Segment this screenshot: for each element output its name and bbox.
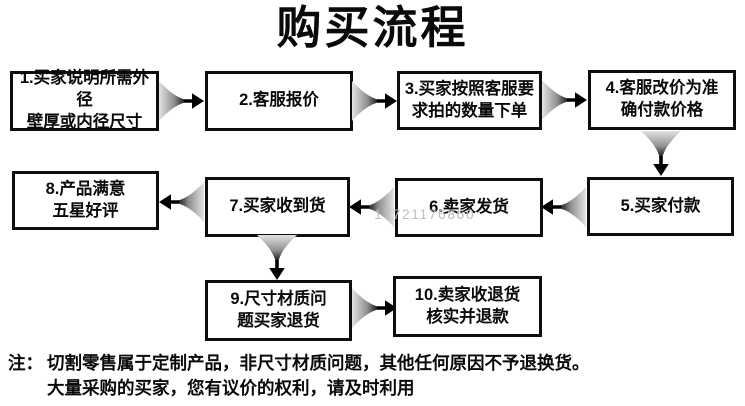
- footnote-line-1: 切割零售属于定制产品，非尺寸材质问题，其他任何原因不予退换货。: [47, 353, 590, 373]
- arrow-step7-to-step8: [159, 181, 205, 223]
- step-label-3: 3.买家按照客服要 求拍的数量下单: [404, 79, 535, 120]
- step-box-4: 4.客服改价为准 确付款价格: [588, 70, 736, 130]
- footnote-lines: 切割零售属于定制产品，非尺寸材质问题，其他任何原因不予退换货。 大量采购的买家，…: [47, 351, 590, 401]
- footnote-prefix: 注：: [8, 353, 43, 373]
- step-box-9: 9.尺寸材质问 题买家退货: [205, 280, 352, 341]
- arrow-step5-to-step6: [541, 186, 587, 228]
- step-label-9: 9.尺寸材质问 题买家退货: [230, 289, 327, 330]
- step-label-6: 6.卖家发货: [429, 197, 509, 216]
- arrow-step1-to-step2: [158, 80, 204, 122]
- step-label-2: 2.客服报价: [239, 91, 319, 110]
- step-box-10: 10.卖家收退货 核实并退款: [393, 276, 542, 337]
- arrow-step4-to-step5: [638, 131, 684, 176]
- step-box-5: 5.买家付款: [587, 177, 734, 236]
- step-box-7: 7.买家收到货: [205, 177, 350, 237]
- step-label-7: 7.买家收到货: [229, 197, 326, 216]
- arrow-step9-to-step10: [351, 287, 397, 329]
- arrow-step7-to-step9: [254, 235, 300, 280]
- step-box-6: 6.卖家发货: [395, 178, 543, 237]
- step-box-2: 2.客服报价: [205, 71, 353, 131]
- step-label-5: 5.买家付款: [620, 196, 701, 215]
- step-box-1: 1.买家说明所需外径 壁厚或内径尺寸: [10, 69, 159, 131]
- page-title: 购买流程: [276, 2, 469, 53]
- step-label-10: 10.卖家收退货 核实并退款: [414, 285, 521, 326]
- footnote-line-2: 大量采购的买家，您有议价的权利，请及时利用: [47, 378, 415, 398]
- step-box-8: 8.产品满意 五星好评: [12, 171, 159, 230]
- footnote: 注： 切割零售属于定制产品，非尺寸材质问题，其他任何原因不予退换货。 大量采购的…: [8, 351, 590, 401]
- step-box-3: 3.买家按照客服要 求拍的数量下单: [397, 71, 542, 130]
- arrow-step3-to-step4: [541, 79, 587, 121]
- arrow-step2-to-step3: [351, 80, 397, 122]
- step-label-1: 1.买家说明所需外径 壁厚或内径尺寸: [19, 69, 150, 131]
- arrow-step6-to-step7: [349, 186, 395, 228]
- watermark-phone: 17721176860: [374, 206, 476, 222]
- step-label-8: 8.产品满意 五星好评: [45, 179, 126, 220]
- step-label-4: 4.客服改价为准 确付款价格: [605, 79, 719, 119]
